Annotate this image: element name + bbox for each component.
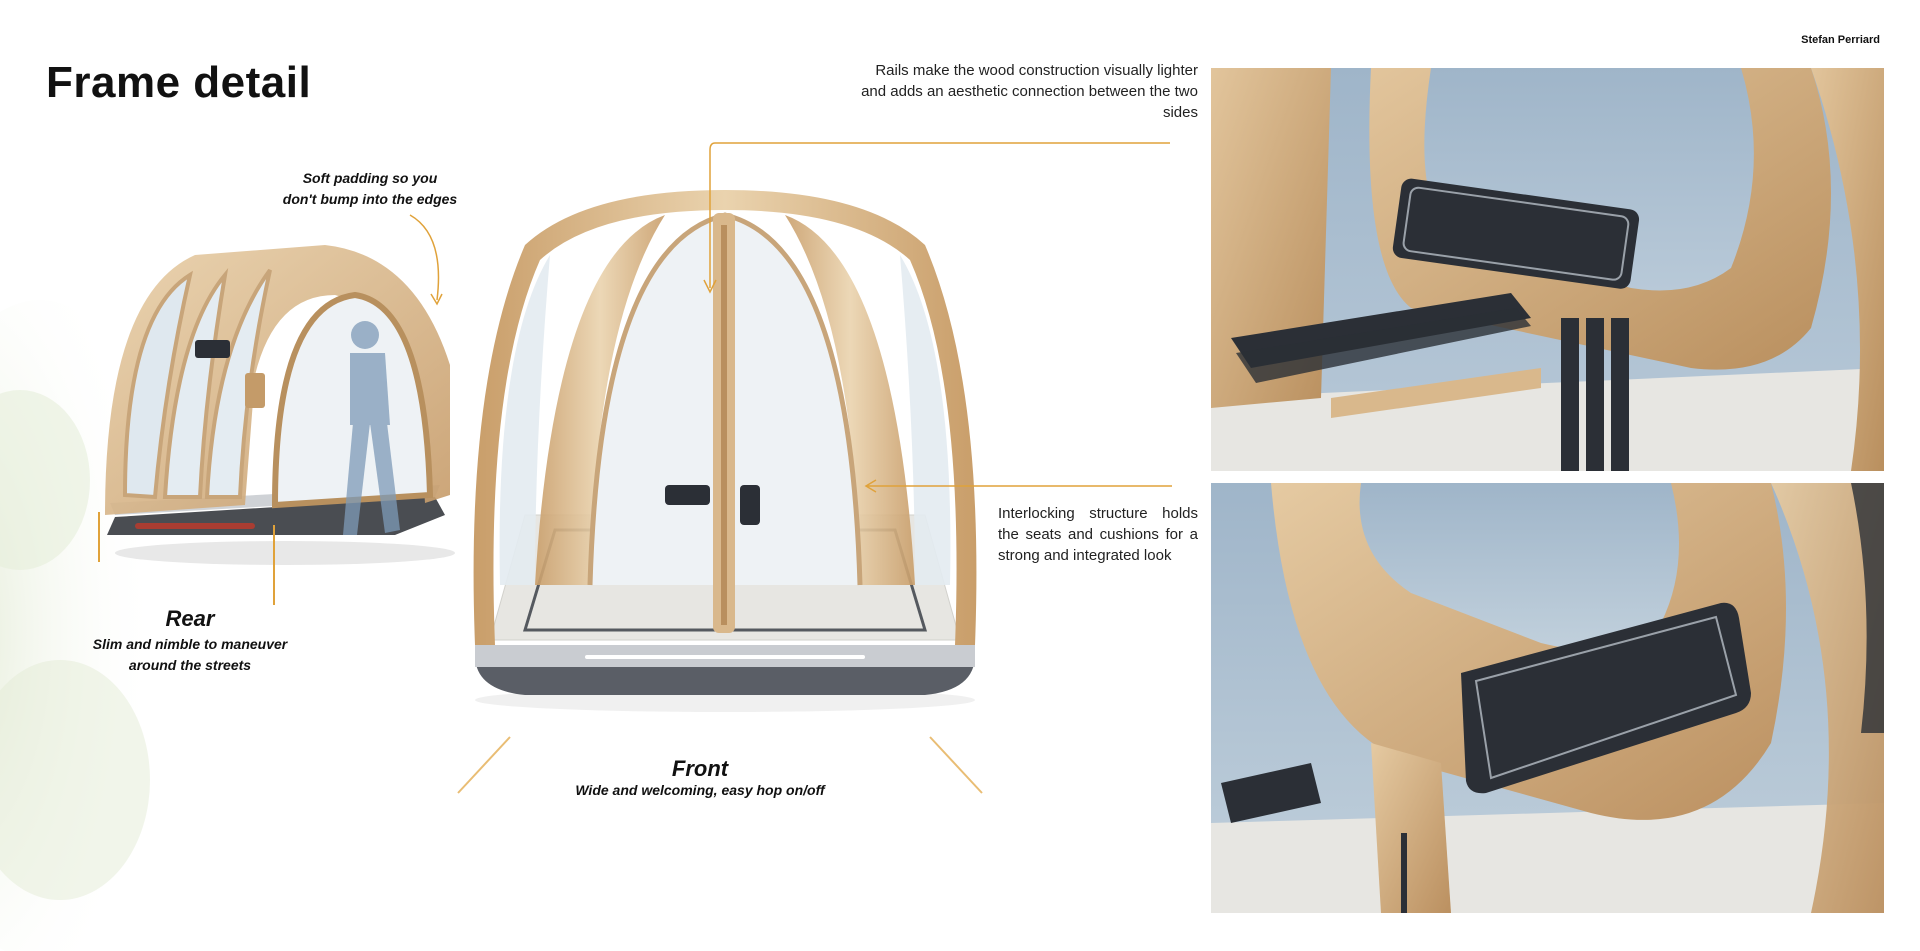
author-name: Stefan Perriard <box>1801 34 1880 46</box>
rails-detail-render <box>1211 68 1884 471</box>
front-view-image <box>465 185 985 715</box>
front-view-title: Front <box>671 756 729 781</box>
rear-tick-right <box>273 525 275 605</box>
rear-view-subtitle: Slim and nimble to maneuver around the s… <box>70 634 310 676</box>
soft-padding-arrow <box>405 210 455 310</box>
person-silhouette <box>343 321 400 535</box>
rear-tick-left <box>98 512 100 562</box>
interlocking-arrow-icon <box>864 479 1172 493</box>
soft-padding-line2: don't bump into the edges <box>282 191 458 207</box>
rails-note: Rails make the wood construction visuall… <box>861 62 1198 121</box>
rear-subtitle-line2: around the streets <box>128 657 252 673</box>
rails-detail-photo <box>1211 68 1884 471</box>
front-tick-left <box>455 735 515 795</box>
interlocking-detail-render <box>1211 483 1884 913</box>
interlocking-detail-photo <box>1211 483 1884 913</box>
rails-arrow-icon <box>703 142 1170 294</box>
front-view-subtitle: Wide and welcoming, easy hop on/off <box>575 782 825 798</box>
rear-subtitle-line1: Slim and nimble to maneuver <box>92 636 288 652</box>
rear-view-title: Rear <box>165 606 215 631</box>
front-pod-drawing <box>473 190 977 712</box>
curved-arrow-icon <box>409 214 443 306</box>
interlocking-arrow <box>862 476 1177 496</box>
soft-padding-line1: Soft padding so you <box>302 170 438 186</box>
page-title: Frame detail <box>46 58 312 107</box>
seat-slats <box>1231 293 1531 383</box>
interlocking-note: Interlocking structure holds the seats a… <box>998 505 1198 564</box>
rear-view-image <box>95 235 455 565</box>
front-tick-right <box>925 735 985 795</box>
soft-padding-note: Soft padding so you don't bump into the … <box>270 168 470 210</box>
rails-arrow <box>700 138 1175 298</box>
rear-pod-drawing <box>105 245 455 565</box>
